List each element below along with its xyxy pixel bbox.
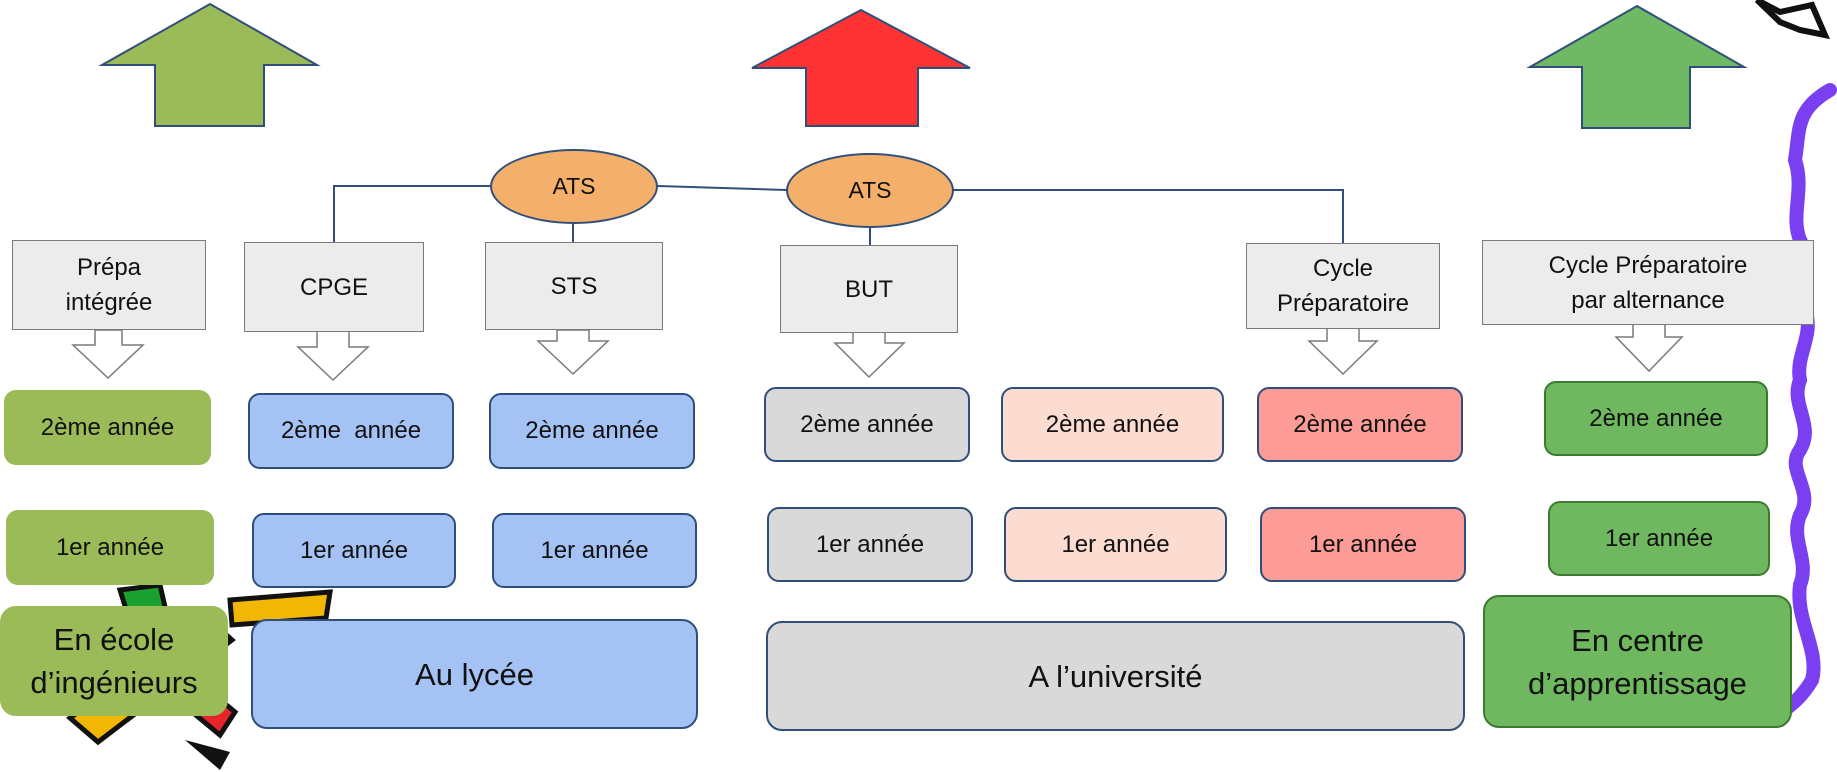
cycle-year-1: 1er année (1260, 507, 1466, 582)
track-cycle-preparatoire: Cycle Préparatoire (1246, 243, 1440, 329)
place-apprentissage-label: En centre d’apprentissage (1528, 622, 1747, 701)
ecole-year-2-label: 2ème année (40, 413, 175, 441)
alt-year-1: 1er année (1548, 501, 1770, 576)
ecole-year-2: 2ème année (4, 390, 211, 465)
place-lycee-label: Au lycée (415, 656, 534, 692)
up-arrow-center (751, 8, 971, 127)
sts-year-2: 2ème année (489, 393, 695, 469)
ecole-year-1: 1er année (6, 510, 214, 585)
but-year-1: 1er année (767, 507, 973, 582)
ats-ellipse-right: ATS (786, 153, 954, 228)
corner-decoration-top-right (1754, 0, 1831, 40)
cycle-year-1-label: 1er année (1308, 530, 1418, 558)
up-arrow-right (1526, 4, 1748, 129)
but-year-2-label: 2ème année (800, 410, 934, 438)
place-ecole-ingenieurs: En école d’ingénieurs (0, 606, 228, 716)
track-cycle-alternance-label: Cycle Préparatoire par alternance (1548, 251, 1748, 314)
down-arrow-cpge (296, 329, 370, 382)
down-arrows (71, 323, 1684, 382)
purple-squiggle-decoration (1778, 83, 1837, 717)
track-cycle-preparatoire-label: Cycle Préparatoire (1276, 255, 1410, 317)
sts-year-1: 1er année (492, 513, 697, 588)
mid-year-2-label: 2ème année (1045, 410, 1180, 438)
ats-ellipse-left: ATS (490, 149, 658, 224)
ats-label-left: ATS (552, 173, 596, 199)
down-arrow-sts (536, 329, 610, 376)
cpge-year-1-label: 1er année (299, 536, 409, 564)
sts-year-2-label: 2ème année (525, 417, 659, 444)
cpge-year-2: 2ème année (248, 393, 454, 469)
down-arrow-prepa (71, 329, 145, 380)
but-year-2: 2ème année (764, 387, 970, 462)
alt-year-2: 2ème année (1544, 381, 1768, 456)
alt-year-2-label: 2ème année (1589, 404, 1723, 432)
down-arrow-cycle (1307, 327, 1379, 376)
place-universite-label: A l’université (1028, 658, 1203, 694)
track-cycle-alternance: Cycle Préparatoire par alternance (1482, 240, 1814, 325)
track-cpge: CPGE (244, 242, 424, 332)
cpge-year-2-label: 2ème année (280, 417, 422, 444)
down-arrow-alternance (1614, 323, 1684, 373)
cycle-year-2-label: 2ème année (1293, 410, 1427, 438)
pencil-tip-top (227, 589, 333, 628)
mid-year-1-label: 1er année (1061, 530, 1170, 558)
place-apprentissage: En centre d’apprentissage (1483, 595, 1792, 728)
track-prepa-integree: Prépa intégrée (12, 240, 206, 330)
track-but-label: BUT (845, 275, 893, 303)
track-sts: STS (485, 242, 663, 330)
down-arrow-but (833, 331, 906, 379)
ecole-year-1-label: 1er année (55, 533, 165, 561)
ats-label-right: ATS (848, 177, 892, 203)
track-but: BUT (780, 245, 958, 333)
mid-year-2: 2ème année (1001, 387, 1224, 462)
ats-connectors (333, 185, 1344, 246)
place-lycee: Au lycée (251, 619, 698, 729)
place-universite: A l’université (766, 621, 1465, 731)
mid-year-1: 1er année (1004, 507, 1227, 582)
sts-year-1-label: 1er année (540, 536, 649, 564)
place-ecole-ingenieurs-label: En école d’ingénieurs (30, 622, 198, 700)
track-cpge-label: CPGE (299, 273, 368, 301)
track-sts-label: STS (550, 272, 598, 300)
but-year-1-label: 1er année (815, 530, 925, 558)
cycle-year-2: 2ème année (1257, 387, 1463, 462)
pencil-tip-bottom (185, 740, 230, 770)
track-prepa-integree-label: Prépa intégrée (65, 254, 153, 316)
alt-year-1-label: 1er année (1604, 524, 1714, 552)
up-arrow-left (98, 2, 321, 127)
cpge-year-1: 1er année (252, 513, 456, 588)
